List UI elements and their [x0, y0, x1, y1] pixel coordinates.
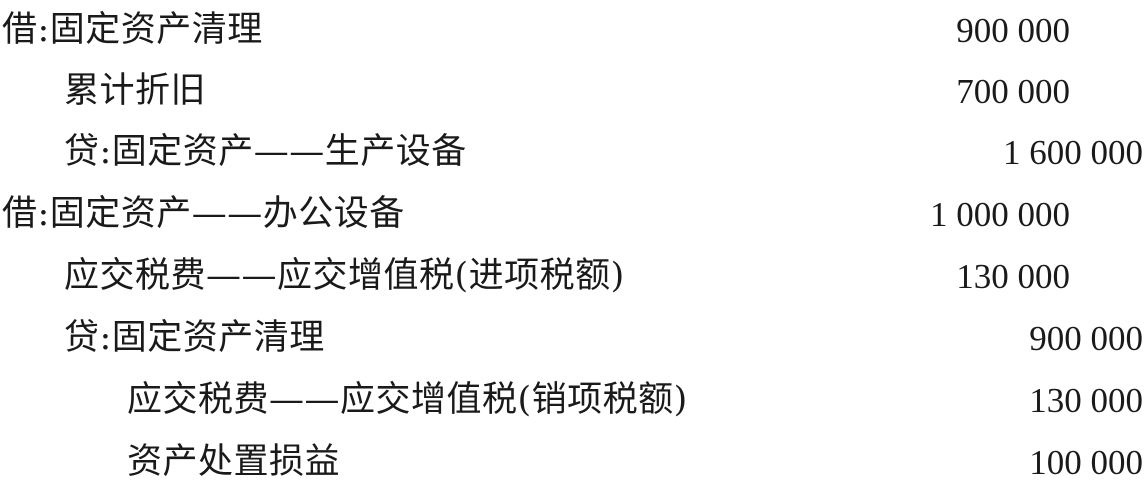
entry-line-credit-disposal: 贷:固定资产清理 900 000	[0, 308, 1146, 369]
account-name: 借:固定资产清理	[2, 10, 263, 50]
credit-amount: 1 600 000	[1003, 133, 1143, 172]
account-name: 贷:固定资产——生产设备	[64, 132, 467, 172]
entry-line-output-vat: 应交税费——应交增值税(销项税额) 130 000	[0, 370, 1146, 431]
entry-line-accumulated-depreciation: 累计折旧 700 000	[0, 61, 1146, 122]
account-name: 贷:固定资产清理	[64, 318, 325, 358]
account-name: 应交税费——应交增值税(进项税额)	[64, 256, 625, 296]
credit-amount: 100 000	[1029, 443, 1143, 482]
account-name: 应交税费——应交增值税(销项税额)	[127, 380, 688, 420]
entry-line-debit-office-equipment: 借:固定资产——办公设备 1 000 000	[0, 184, 1146, 245]
entry-line-credit-production-equipment: 贷:固定资产——生产设备 1 600 000	[0, 122, 1146, 183]
debit-amount: 130 000	[956, 257, 1070, 296]
account-name: 资产处置损益	[127, 442, 341, 482]
entry-line-input-vat: 应交税费——应交增值税(进项税额) 130 000	[0, 246, 1146, 307]
credit-amount: 900 000	[1029, 319, 1143, 358]
credit-amount: 130 000	[1029, 381, 1143, 420]
entry-line-asset-disposal-gain: 资产处置损益 100 000	[0, 432, 1146, 493]
debit-amount: 1 000 000	[930, 195, 1070, 234]
debit-amount: 700 000	[956, 72, 1070, 111]
entry-line-debit-disposal: 借:固定资产清理 900 000	[0, 0, 1146, 61]
account-name: 累计折旧	[64, 71, 207, 111]
debit-amount: 900 000	[956, 11, 1070, 50]
account-name: 借:固定资产——办公设备	[2, 194, 405, 234]
